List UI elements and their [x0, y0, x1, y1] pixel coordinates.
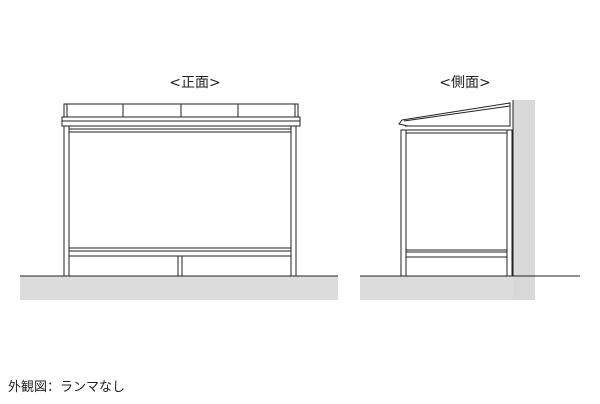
side-post-right — [506, 129, 513, 277]
side-elevation — [360, 100, 580, 300]
front-elevation — [20, 103, 338, 300]
caption: 外観図：ランマなし — [8, 380, 126, 395]
front-ground — [20, 276, 338, 300]
front-post-left — [63, 125, 70, 277]
side-panel — [405, 132, 508, 251]
front-post-right — [290, 125, 297, 277]
side-post-left — [400, 129, 407, 277]
front-panel — [68, 128, 292, 249]
side-view-label: <側面> — [439, 75, 491, 91]
side-roof — [398, 102, 511, 127]
front-view-label: <正面> — [169, 75, 221, 91]
side-ground — [360, 276, 535, 300]
front-center-post — [177, 255, 183, 277]
side-wall — [513, 100, 535, 300]
side-roof-edge — [403, 105, 511, 122]
